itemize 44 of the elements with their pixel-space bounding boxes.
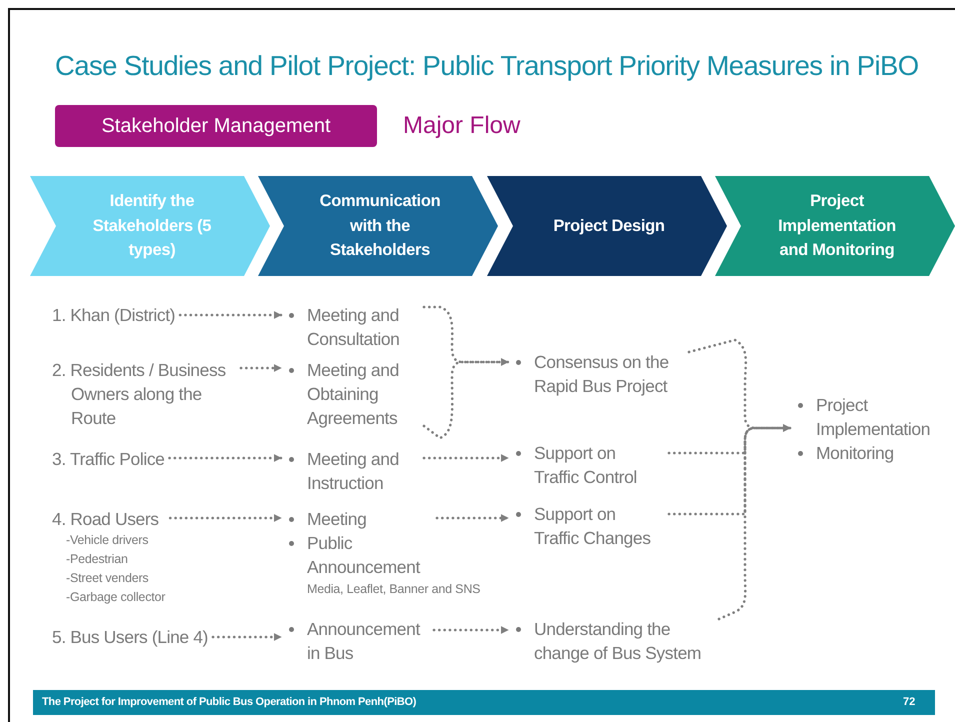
dotted-arrow (688, 338, 792, 432)
bullet-text: Meeting and Instruction (307, 448, 400, 495)
stakeholder-text: 2. Residents / Business Owners along the Route (52, 359, 227, 430)
sub-item-text: -Street venders (65, 570, 150, 587)
sub-item-text: -Garbage collector (65, 589, 166, 606)
dotted-arrow (422, 306, 510, 366)
dotted-arrow (168, 514, 282, 522)
dotted-arrow (178, 311, 282, 319)
step-heading: Identify the Stakeholders (5 types) (92, 190, 212, 262)
flow-heading: Major Flow (403, 112, 520, 140)
step-heading: Project Design (553, 216, 665, 237)
dotted-arrow (422, 454, 510, 462)
dotted-arrow (212, 633, 282, 641)
stakeholder-text: 5. Bus Users (Line 4) (52, 626, 208, 649)
bullet-text: Support on Traffic Changes (534, 503, 652, 550)
bullet-text: Understanding the change of Bus System (534, 618, 702, 665)
dotted-arrow (718, 424, 792, 620)
dotted-arrow (432, 626, 510, 634)
bullet-text: Project Implementation (816, 394, 932, 441)
footer-text: The Project for Improvement of Public Bus Operation in Phnom Penh(PiBO) (42, 696, 416, 708)
bullet-text: Support on Traffic Control (534, 442, 638, 489)
bullet-text: Meeting (307, 508, 366, 531)
page-number: 72 (903, 696, 916, 708)
dotted-arrow (436, 514, 510, 522)
dotted-arrow (240, 364, 282, 372)
dotted-arrow (668, 424, 792, 516)
step-heading: Communication with the Stakeholders (318, 190, 442, 262)
dotted-arrow (422, 358, 510, 440)
bullet-text: Consensus on the Rapid Bus Project (534, 351, 670, 398)
stakeholder-text: 1. Khan (District) (52, 304, 176, 327)
bullet-text: Announcement in Bus (307, 618, 422, 665)
step-heading: Project Implementation and Monitoring (777, 190, 897, 262)
sub-item-text: -Pedestrian (65, 551, 129, 568)
stakeholder-text: 4. Road Users (52, 508, 160, 531)
stakeholder-text: 3. Traffic Police (52, 448, 165, 471)
bullet-text: Monitoring (816, 442, 894, 465)
note-text: Media, Leaflet, Banner and SNS (307, 582, 480, 596)
bullet-text: Meeting and Consultation (307, 304, 400, 351)
bullet-text: Public Announcement (307, 532, 422, 579)
sub-item-text: -Vehicle drivers (65, 532, 150, 549)
dotted-arrow (168, 454, 282, 462)
section-tag-text: Stakeholder Management (101, 114, 331, 138)
bullet-text: Meeting and Obtaining Agreements (307, 359, 400, 430)
slide-title: Case Studies and Pilot Project: Public Transport Priority Measures in PiBO (55, 50, 918, 82)
